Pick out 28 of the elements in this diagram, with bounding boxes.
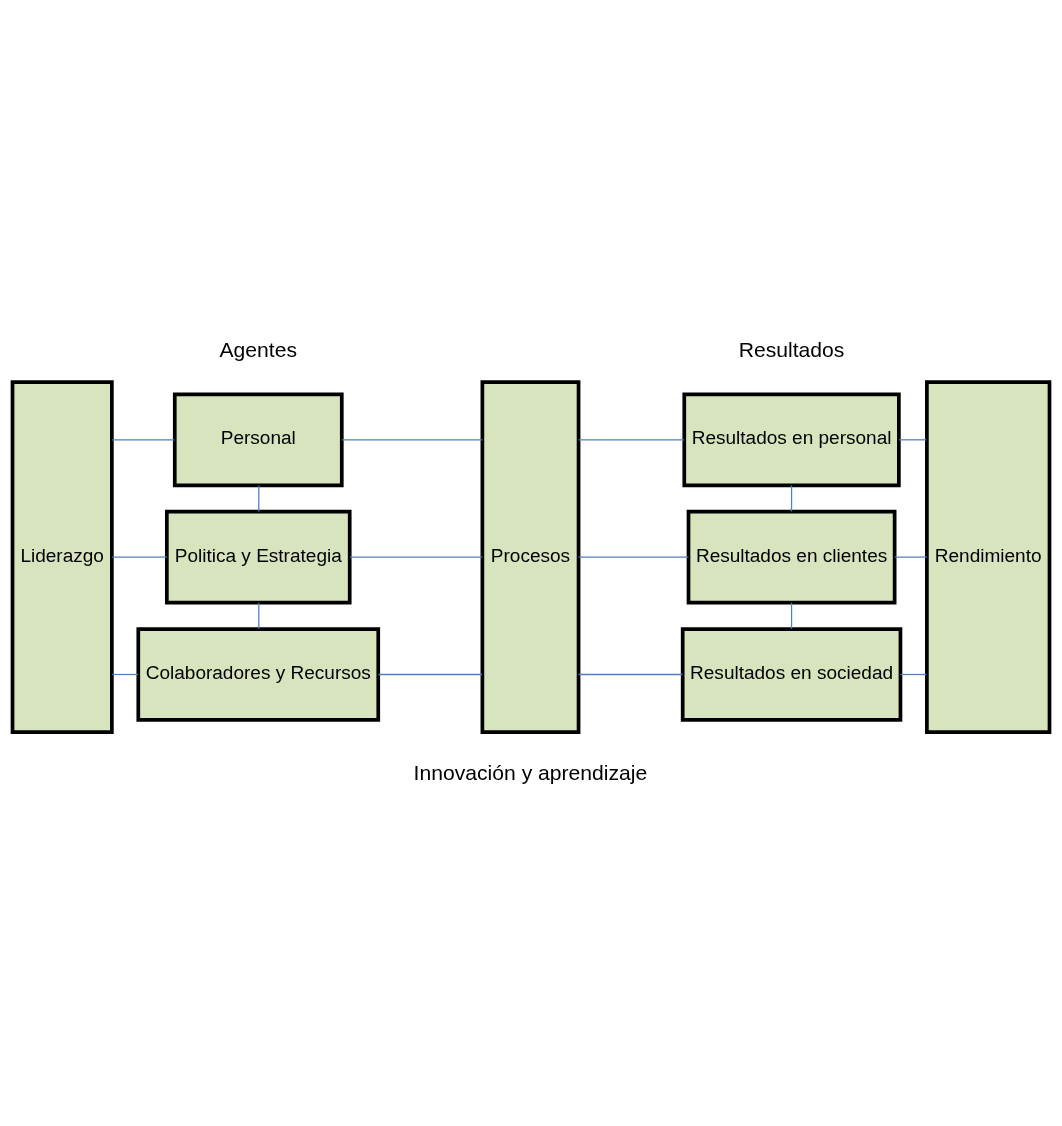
label: Resultados [738,337,845,361]
connector [899,673,928,675]
node-box: Liderazgo [10,379,114,734]
connector [349,556,483,558]
label: Agentes [219,337,298,361]
connector [578,673,684,675]
label: Innovación y aprendizaje [413,760,648,784]
connector [578,556,690,558]
node-box: Rendimiento [925,379,1052,734]
connector [790,601,793,629]
node-box: Colaboradores y Recursos [136,626,381,722]
node-box: Personal [172,392,344,487]
connector [898,438,927,440]
connector [790,484,793,512]
node-box: Resultados en sociedad [680,626,903,722]
connector [258,601,260,629]
connector [578,438,685,440]
connector [377,673,483,675]
node-box: Resultados en clientes [686,509,897,604]
connector [111,556,168,558]
connector [111,438,176,440]
connector [894,556,928,558]
node-box: Politica y Estrategia [165,509,352,604]
connector [111,673,139,675]
node-box: Procesos [480,379,581,734]
node-box: Resultados en personal [682,392,901,487]
connector [341,438,483,440]
connector [258,484,260,512]
